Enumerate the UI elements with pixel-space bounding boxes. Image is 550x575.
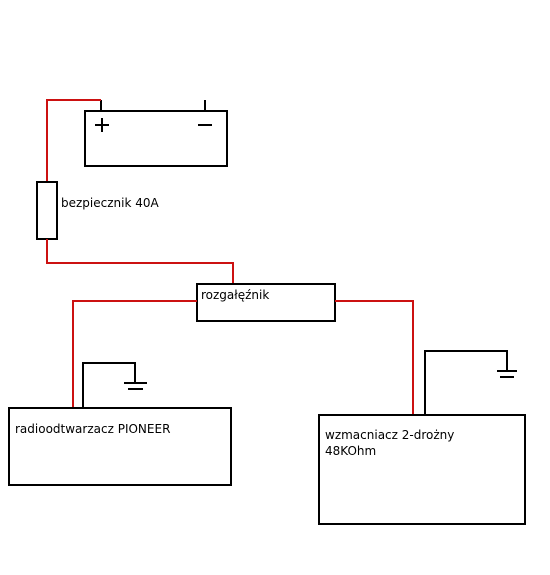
ground-symbol-icon [124,382,147,390]
ground-symbol-icon [497,370,517,378]
wire-battery-to-fuse [46,99,101,182]
battery-plus-icon [95,118,109,132]
fuse-box [36,181,58,240]
amplifier-ground-wire [424,350,508,415]
wire-fuse-to-splitter [46,239,234,284]
battery-box [84,110,228,167]
amplifier-label-line1: wzmacniacz 2-drożny [325,428,455,442]
radio-ground-wire [82,362,136,408]
splitter-box [196,283,336,322]
radio-label: radioodtwarzacz PIONEER [15,422,171,436]
amplifier-label-line2: 48KOhm [325,444,377,458]
amplifier-box [318,414,526,525]
wire-splitter-to-radio [72,300,197,408]
fuse-label: bezpiecznik 40A [61,196,159,210]
wire-splitter-to-amplifier [335,300,414,415]
splitter-label: rozgałęźnik [201,288,270,302]
radio-box [8,407,232,486]
